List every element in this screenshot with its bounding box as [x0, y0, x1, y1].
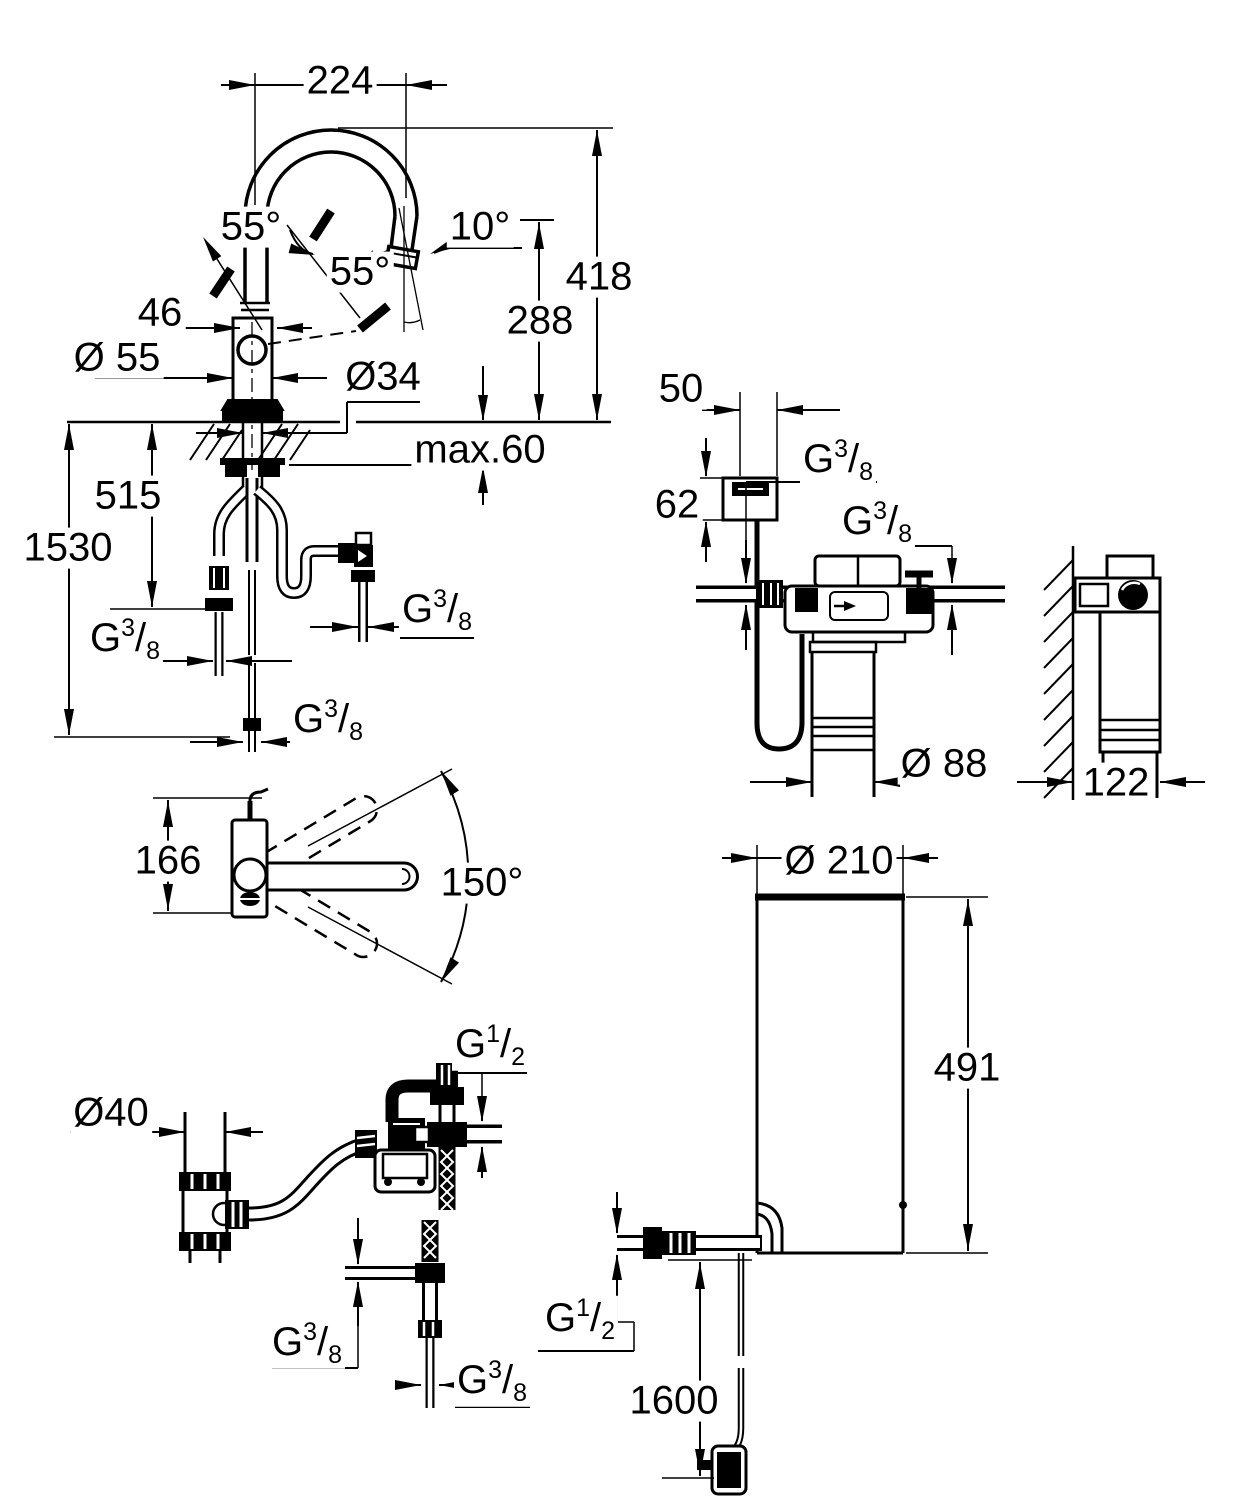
- dim-drain-pipe-diameter: Ø40: [70, 1092, 152, 1134]
- dim-total-height: 418: [562, 256, 636, 298]
- dim-power-cord-length: 1600: [626, 1380, 722, 1422]
- dim-swivel-angle: 150°: [437, 862, 527, 904]
- dim-shank-diameter: Ø34: [342, 356, 424, 398]
- thread-slash: /: [590, 1295, 602, 1340]
- dim-body-depth: 166: [131, 840, 205, 882]
- dim-spout-height: 288: [503, 300, 577, 342]
- thread-base: G: [401, 586, 434, 631]
- thread-label-g38-filter-outlet: G3/8: [838, 496, 916, 548]
- dim-control-box-height: 62: [651, 484, 703, 526]
- dim-control-box-width: 50: [655, 368, 707, 410]
- dim-handle-angle-right: 55°: [326, 251, 394, 293]
- top-view: [153, 767, 470, 986]
- thread-base: G: [292, 696, 325, 741]
- thread-numerator: 1: [486, 1019, 500, 1048]
- thread-label-g38-tee: G3/8: [268, 1317, 346, 1369]
- thread-denominator: 8: [458, 607, 473, 636]
- dim-spout-tilt: 10°: [446, 206, 514, 248]
- boiler-view: [538, 845, 988, 1496]
- dim-body-width: 46: [134, 292, 186, 334]
- thread-slash: /: [135, 615, 147, 660]
- thread-numerator: 1: [576, 1293, 590, 1322]
- dim-handle-angle-left: 55°: [217, 206, 285, 248]
- dim-boiler-diameter: Ø 210: [781, 840, 897, 882]
- dim-body-diameter: Ø 55: [70, 337, 164, 379]
- thread-base: G: [454, 1021, 487, 1066]
- thread-base: G: [841, 498, 874, 543]
- thread-denominator: 8: [898, 519, 913, 548]
- thread-label-g38-hose-end: G3/8: [453, 1355, 531, 1407]
- thread-label-g38-faucet-left: G3/8: [86, 613, 164, 665]
- thread-denominator: 8: [328, 1340, 343, 1369]
- thread-base: G: [544, 1295, 577, 1340]
- thread-numerator: 3: [488, 1355, 502, 1384]
- thread-denominator: 2: [511, 1042, 526, 1071]
- thread-numerator: 3: [834, 434, 848, 463]
- thread-slash: /: [887, 498, 899, 543]
- thread-numerator: 3: [873, 496, 887, 525]
- thread-slash: /: [502, 1357, 514, 1402]
- thread-slash: /: [447, 586, 459, 631]
- dim-hose-drop: 515: [91, 475, 165, 517]
- drain-assembly-view: [70, 1063, 530, 1410]
- thread-base: G: [802, 436, 835, 481]
- thread-slash: /: [848, 436, 860, 481]
- thread-slash: /: [338, 696, 350, 741]
- dim-boiler-height: 491: [930, 1047, 1004, 1089]
- filter-view: [694, 392, 1205, 800]
- thread-slash: /: [500, 1021, 512, 1066]
- thread-denominator: 8: [349, 717, 364, 746]
- thread-label-g12-valve: G1/2: [451, 1019, 529, 1071]
- dim-wall-clearance: 122: [1079, 762, 1153, 804]
- thread-label-g38-filter-inlet: G3/8: [799, 434, 877, 486]
- thread-label-g38-faucet-bottom: G3/8: [289, 694, 367, 746]
- thread-base: G: [89, 615, 122, 660]
- thread-slash: /: [317, 1319, 329, 1364]
- thread-base: G: [456, 1357, 489, 1402]
- thread-numerator: 3: [121, 613, 135, 642]
- thread-denominator: 8: [513, 1378, 528, 1407]
- dim-spout-reach: 224: [303, 60, 377, 102]
- dim-cartridge-diameter: Ø 88: [897, 743, 991, 785]
- thread-label-g12-boiler-inlet: G1/2: [541, 1293, 619, 1345]
- thread-label-g38-faucet-right: G3/8: [398, 584, 476, 636]
- dim-max-deck-thickness: max.60: [411, 429, 549, 471]
- thread-numerator: 3: [324, 694, 338, 723]
- thread-base: G: [271, 1319, 304, 1364]
- thread-denominator: 8: [859, 457, 874, 486]
- thread-numerator: 3: [433, 584, 447, 613]
- thread-denominator: 8: [146, 636, 161, 665]
- thread-numerator: 3: [303, 1317, 317, 1346]
- thread-denominator: 2: [601, 1316, 616, 1345]
- dim-supply-hose-drop: 1530: [20, 527, 116, 569]
